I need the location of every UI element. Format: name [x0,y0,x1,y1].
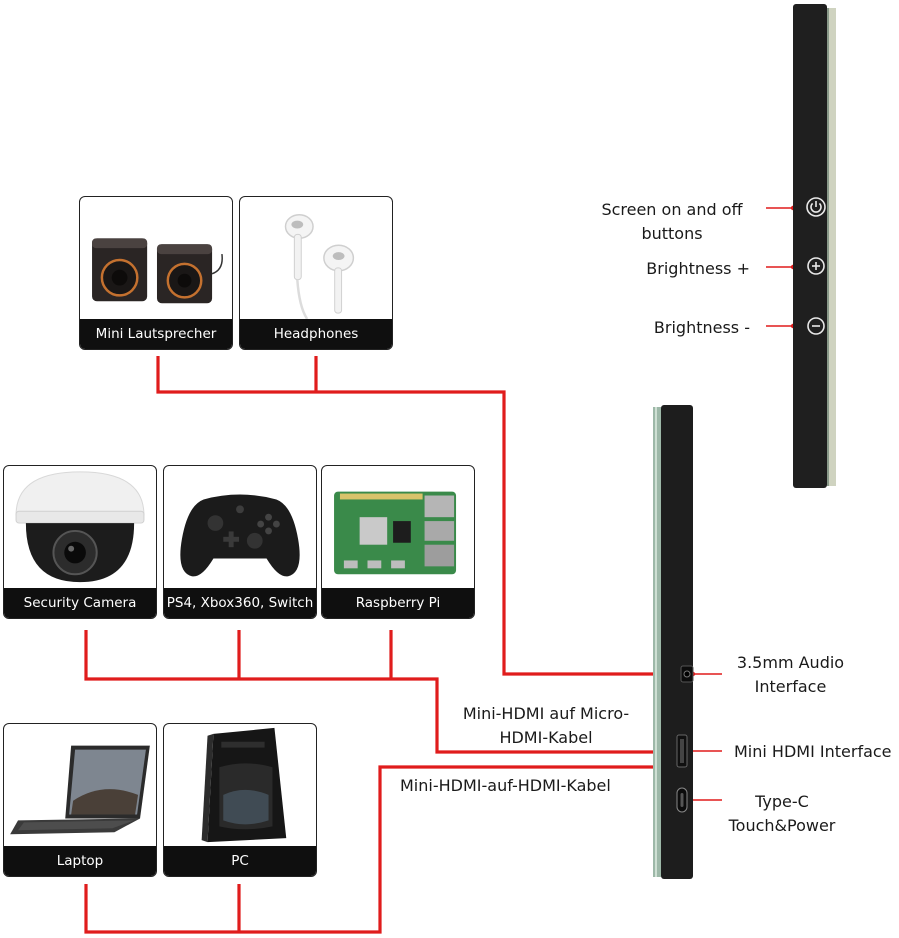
mini-hdmi-port-icon[interactable] [676,734,688,768]
micro-cable-line2: HDMI-Kabel [499,728,593,747]
audio-label-line1: 3.5mm Audio [736,653,845,672]
monitor-side-ports [653,405,695,879]
caption-speakers: Mini Lautsprecher [80,319,232,349]
power-icon[interactable] [805,196,827,218]
caption-game-console: PS4, Xbox360, Switch [164,588,316,618]
card-laptop: Laptop [3,723,157,877]
card-pc: PC [163,723,317,877]
caption-pc: PC [164,846,316,876]
caption-headphones: Headphones [240,319,392,349]
card-raspberry-pi: Raspberry Pi [321,465,475,619]
hdmi-cable-label: Mini-HDMI-auf-HDMI-Kabel [400,776,611,795]
gamepad-icon [164,466,316,588]
pc-tower-icon [164,724,316,846]
caption-laptop: Laptop [4,846,156,876]
audio-interface-label: 3.5mm Audio Interface [718,651,863,699]
power-label-line1: Screen on and off [601,200,743,219]
brightness-minus-label: Brightness - [653,318,750,337]
card-mini-speakers: Mini Lautsprecher [79,196,233,350]
audio-jack-icon[interactable] [680,665,694,683]
caption-security-camera: Security Camera [4,588,156,618]
type-c-line2: Touch&Power [728,816,836,835]
brightness-plus-label: Brightness + [646,259,750,278]
caption-raspberry-pi: Raspberry Pi [322,588,474,618]
minus-icon[interactable] [805,315,827,337]
speakers-icon [80,197,232,319]
audio-label-line2: Interface [754,677,827,696]
power-label-line2: buttons [641,224,703,243]
power-button-label: Screen on and off buttons [587,198,757,246]
micro-cable-line1: Mini-HDMI auf Micro- [462,704,630,723]
laptop-icon [4,724,156,846]
card-headphones: Headphones [239,196,393,350]
security-camera-icon [4,466,156,588]
usb-c-port-icon[interactable] [676,787,688,813]
type-c-line1: Type-C [755,792,809,811]
raspberry-pi-icon [322,466,474,588]
headphones-icon [240,197,392,319]
monitor-side-buttons [793,4,838,488]
card-security-camera: Security Camera [3,465,157,619]
plus-icon[interactable] [805,255,827,277]
mini-hdmi-interface-label: Mini HDMI Interface [734,742,892,761]
card-game-console: PS4, Xbox360, Switch [163,465,317,619]
micro-hdmi-cable-label: Mini-HDMI auf Micro- HDMI-Kabel [446,702,646,750]
type-c-label: Type-C Touch&Power [712,790,852,838]
